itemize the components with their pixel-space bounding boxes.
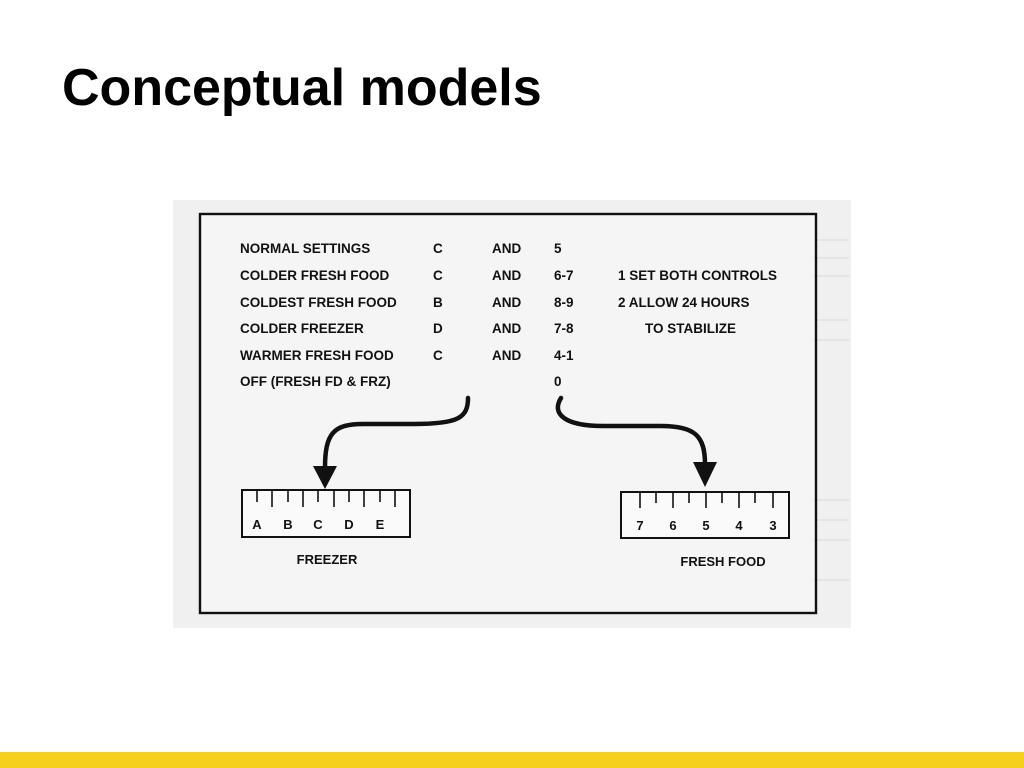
fresh-food-dial-label: 5 [702,518,709,533]
refrigerator-controls-figure: NORMAL SETTINGS C AND 5 COLDER FRESH FOO… [173,200,851,628]
freezer-dial-scale [241,489,411,538]
and-label: AND [492,268,521,283]
setting-name: WARMER FRESH FOOD [240,348,394,363]
instructions: 1 SET BOTH CONTROLS 2 ALLOW 24 HOURS TO … [618,268,777,336]
diagram-border [198,212,818,615]
settings-row: OFF (FRESH FD & FRZ) 0 [240,374,562,389]
fresh-food-value: 6-7 [554,268,574,283]
and-label: AND [492,348,521,363]
fresh-food-dial-label: 7 [636,518,643,533]
fresh-food-dial-label: 6 [669,518,676,533]
arrowhead-icon [693,462,717,487]
freezer-dial-label: C [313,517,323,532]
freezer-dial-label: D [344,517,353,532]
setting-name: COLDER FREEZER [240,321,364,336]
setting-name: OFF (FRESH FD & FRZ) [240,374,391,389]
settings-row: COLDEST FRESH FOOD B AND 8-9 [240,295,574,310]
freezer-dial: A B C D E FREEZER [241,489,411,567]
freezer-value: D [433,321,443,336]
footer-accent-bar [0,752,1024,768]
freezer-value: B [433,295,443,310]
fresh-food-dial: 7 6 5 4 3 FRESH FOOD [620,491,790,569]
settings-row: NORMAL SETTINGS C AND 5 [240,241,562,256]
freezer-value: C [433,268,443,283]
settings-row: WARMER FRESH FOOD C AND 4-1 [240,348,574,363]
setting-name: NORMAL SETTINGS [240,241,370,256]
settings-table: NORMAL SETTINGS C AND 5 COLDER FRESH FOO… [240,241,574,389]
fresh-food-dial-ticks [639,492,774,508]
fresh-food-arrow [555,395,717,487]
setting-name: COLDEST FRESH FOOD [240,295,397,310]
settings-row: COLDER FREEZER D AND 7-8 [240,321,574,336]
fresh-food-value: 4-1 [554,348,574,363]
fresh-food-value: 0 [554,374,562,389]
fresh-food-value: 5 [554,241,562,256]
freezer-dial-ticks [256,490,396,507]
settings-row: COLDER FRESH FOOD C AND 6-7 [240,268,574,283]
fresh-food-dial-scale [620,491,790,539]
setting-name: COLDER FRESH FOOD [240,268,390,283]
and-label: AND [492,295,521,310]
scan-background-texture [813,239,849,581]
instruction-step-1: 1 SET BOTH CONTROLS [618,268,777,283]
freezer-dial-label: E [376,517,385,532]
freezer-value: C [433,348,443,363]
arrowhead-icon [313,466,337,489]
and-label: AND [492,241,521,256]
freezer-arrow [313,395,471,489]
freezer-value: C [433,241,443,256]
fresh-food-value: 7-8 [554,321,574,336]
and-label: AND [492,321,521,336]
instruction-step-2: 2 ALLOW 24 HOURS [618,295,750,310]
fresh-food-dial-label: 3 [769,518,776,533]
fresh-food-dial-label: 4 [735,518,743,533]
refrigerator-controls-diagram: NORMAL SETTINGS C AND 5 COLDER FRESH FOO… [198,212,849,615]
freezer-dial-name: FREEZER [297,552,358,567]
fresh-food-value: 8-9 [554,295,574,310]
slide-title: Conceptual models [62,59,542,117]
fresh-food-dial-name: FRESH FOOD [680,554,765,569]
instruction-step-2-continued: TO STABILIZE [645,321,736,336]
freezer-dial-label: B [283,517,292,532]
freezer-dial-label: A [252,517,262,532]
